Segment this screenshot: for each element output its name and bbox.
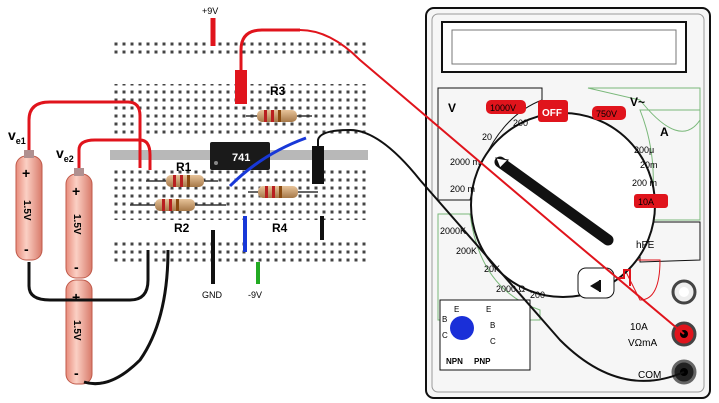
resistor-r2: R2 xyxy=(130,199,226,235)
range-750v-text: 750V xyxy=(596,109,617,119)
ve1-minus: - xyxy=(24,241,29,257)
pnp-e-top: E xyxy=(486,305,491,314)
r1-label: R1 xyxy=(176,160,192,174)
continuity-icon xyxy=(618,269,631,286)
opamp-741: 741 xyxy=(210,142,270,170)
multimeter: V 1000V OFF 750V V~ A 200 20 2000 m 200 … xyxy=(425,7,711,399)
range-200mv: 200 m xyxy=(450,184,475,194)
off-badge[interactable] xyxy=(538,100,568,122)
range-1000v-badge[interactable] xyxy=(486,100,526,114)
range-2000mv: 2000 m xyxy=(450,157,480,167)
range-200-ohm: 200 xyxy=(530,290,545,300)
battery-ve1: + - 1.5V xyxy=(15,150,43,261)
battery-wires xyxy=(27,100,170,386)
jack-10a-label: 10A xyxy=(630,322,648,333)
battery-ve2: + - 1.5V xyxy=(65,168,93,279)
lcd-window xyxy=(451,29,677,65)
range-200v: 200 xyxy=(513,118,528,128)
blue-wire xyxy=(228,136,307,188)
jack-vohm-label: VΩmA xyxy=(628,338,657,349)
npn-label: NPN xyxy=(446,357,463,366)
range-200ua: 200μ xyxy=(634,145,654,155)
range-1000v-text: 1000V xyxy=(490,103,516,113)
range-200ma: 200 m xyxy=(632,178,657,188)
resistor-r1: R1 xyxy=(146,160,218,187)
transistor-socket[interactable]: E B C NPN E B C PNP xyxy=(439,299,531,371)
range-20v: 20 xyxy=(482,132,492,142)
ve2b-minus: - xyxy=(74,365,79,381)
lower-terminal-block xyxy=(110,166,368,220)
ve2-plus: + xyxy=(72,183,80,199)
ve1-label: ve1 xyxy=(8,127,26,146)
transistor-test-dial[interactable] xyxy=(450,316,474,340)
range-20ma: 20m xyxy=(640,160,658,170)
npn-c: C xyxy=(442,331,448,340)
black-probe-clip xyxy=(312,146,324,184)
ve2b-voltage: 1.5V xyxy=(71,320,82,341)
range-2000k: 2000K xyxy=(440,226,466,236)
dc-volts-label: V xyxy=(448,101,456,115)
dc-amps-label: A xyxy=(660,125,669,139)
hfe-label: hFE xyxy=(636,240,655,251)
npn-b: B xyxy=(442,315,447,324)
diode-icon xyxy=(577,267,615,299)
black-probe-lead xyxy=(317,128,685,382)
red-jumper xyxy=(235,70,247,104)
minus-9v-label: -9V xyxy=(248,290,262,300)
pnp-c: C xyxy=(490,337,496,346)
opamp-label: 741 xyxy=(232,152,250,164)
plus-9v-label: +9V xyxy=(202,6,218,16)
resistor-r3: R3 xyxy=(246,84,312,122)
dial-pointer[interactable] xyxy=(494,156,614,246)
npn-e-top: E xyxy=(454,305,459,314)
jack-com-label: COM xyxy=(638,370,661,381)
battery-ve2-second-cell: + - 1.5V xyxy=(65,279,93,385)
gnd-label: GND xyxy=(202,290,223,300)
resistor-r4: R4 xyxy=(248,186,318,235)
ve2-minus: - xyxy=(74,259,79,275)
range-10a-badge[interactable] xyxy=(634,194,668,208)
top-power-rail xyxy=(110,38,368,58)
ve2-label: ve2 xyxy=(56,145,74,164)
ac-volts-label: V~ xyxy=(630,95,645,109)
range-750v-badge[interactable] xyxy=(592,106,626,120)
pnp-label: PNP xyxy=(474,357,491,366)
r3-label: R3 xyxy=(270,84,286,98)
r2-label: R2 xyxy=(174,221,190,235)
pnp-b: B xyxy=(490,321,495,330)
red-probe-lead xyxy=(299,29,685,335)
ve1-voltage: 1.5V xyxy=(21,200,32,221)
range-2000-ohm: 2000 Ω xyxy=(496,284,526,294)
range-200k: 200K xyxy=(456,246,477,256)
off-text: OFF xyxy=(542,108,562,119)
supply-wires xyxy=(210,18,324,284)
ve1-plus: + xyxy=(22,165,30,181)
r4-label: R4 xyxy=(272,221,288,235)
ve2-voltage: 1.5V xyxy=(71,214,82,235)
bottom-power-rail xyxy=(110,240,368,266)
ve2b-plus: + xyxy=(72,289,80,305)
range-20k: 20K xyxy=(484,264,500,274)
range-10a-text: 10A xyxy=(638,197,654,207)
